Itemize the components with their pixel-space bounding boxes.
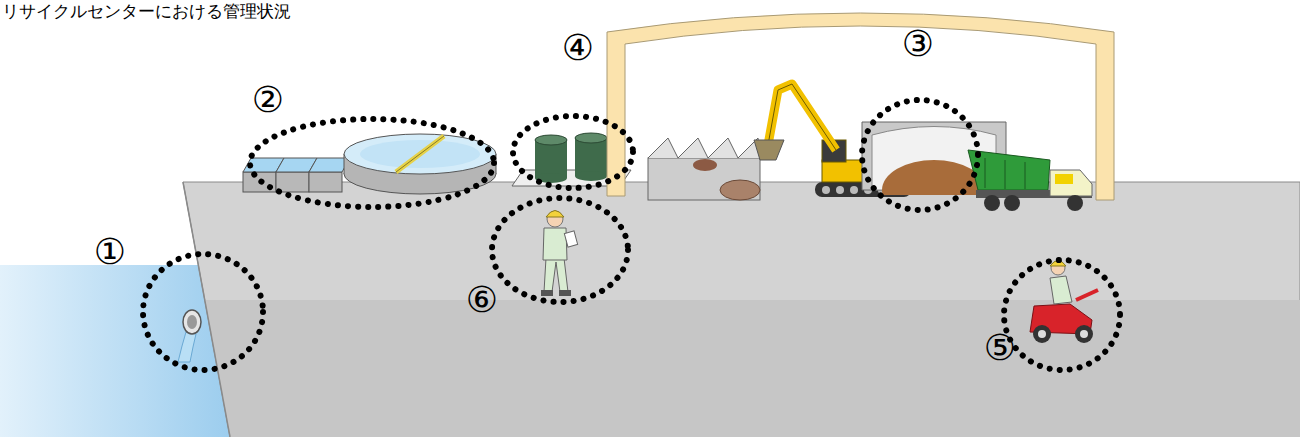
storage-shed [648,138,760,158]
worker [547,211,563,227]
dump-truck [1025,162,1026,189]
storage-shed [648,138,760,200]
storage-shed [720,180,760,200]
callout-number: ① [94,232,126,272]
transport-cart [1051,261,1065,275]
dump-truck [985,158,986,188]
dump-truck [1050,170,1092,196]
callout-ring [1004,260,1120,370]
ground-platform [205,300,1300,437]
water [0,265,230,437]
discharge-pipe [178,310,201,362]
water-treatment-tanks [396,136,444,172]
worker [544,258,568,292]
callout-number: ② [252,80,284,120]
water-treatment-tanks [243,134,496,194]
dump-truck [1067,195,1083,211]
chemical-tanks [575,133,607,143]
callout-ring [862,100,978,210]
storage-shed [693,159,717,171]
callout-number: ⑥ [466,280,498,320]
chemical-tanks [575,138,607,176]
building-frame [607,13,1114,200]
transport-cart [1076,290,1098,300]
callout-number: ⑤ [984,328,1016,368]
chemical-tanks [575,171,607,181]
callout-ring [250,119,494,207]
transport-cart [1050,276,1072,304]
chemical-tanks [535,135,567,145]
dump-truck [1004,195,1020,211]
water-treatment-tanks [276,172,309,192]
compost-tent [882,160,986,195]
chemical-tanks [535,140,567,178]
ground-platform [183,182,1300,437]
discharge-pipe [178,332,196,362]
excavator [822,186,830,194]
excavator [754,140,784,160]
dump-truck [968,150,1092,211]
page-title: リサイクルセンターにおける管理状況 [2,0,291,23]
water-treatment-tanks [396,136,444,172]
dump-truck [1055,174,1073,184]
worker [541,211,578,297]
transport-cart [1038,330,1046,338]
ground-platform [183,182,230,437]
callout-ring [513,116,633,188]
worker [546,211,564,218]
water [0,265,230,437]
callout-ring [492,198,628,302]
transport-cart [1080,330,1088,338]
discharge-pipe [183,310,201,334]
building-frame [607,13,1114,200]
storage-shed [648,158,760,200]
worker [564,231,577,247]
ground-platform [183,182,1300,437]
worker [543,228,567,260]
dump-truck [984,195,1000,211]
dump-truck [1005,160,1006,189]
transport-cart [1030,261,1098,344]
callout-ring [143,254,263,370]
excavator [836,186,844,194]
discharge-pipe [187,315,197,329]
excavator [850,186,858,194]
water-treatment-tanks [309,172,342,192]
transport-cart [1033,325,1051,343]
worker [559,290,571,296]
callout-ring [143,100,1120,370]
callout-number: ④ [562,28,594,68]
worker [541,290,553,296]
callout-number: ③ [902,24,934,64]
transport-cart [1075,325,1093,343]
